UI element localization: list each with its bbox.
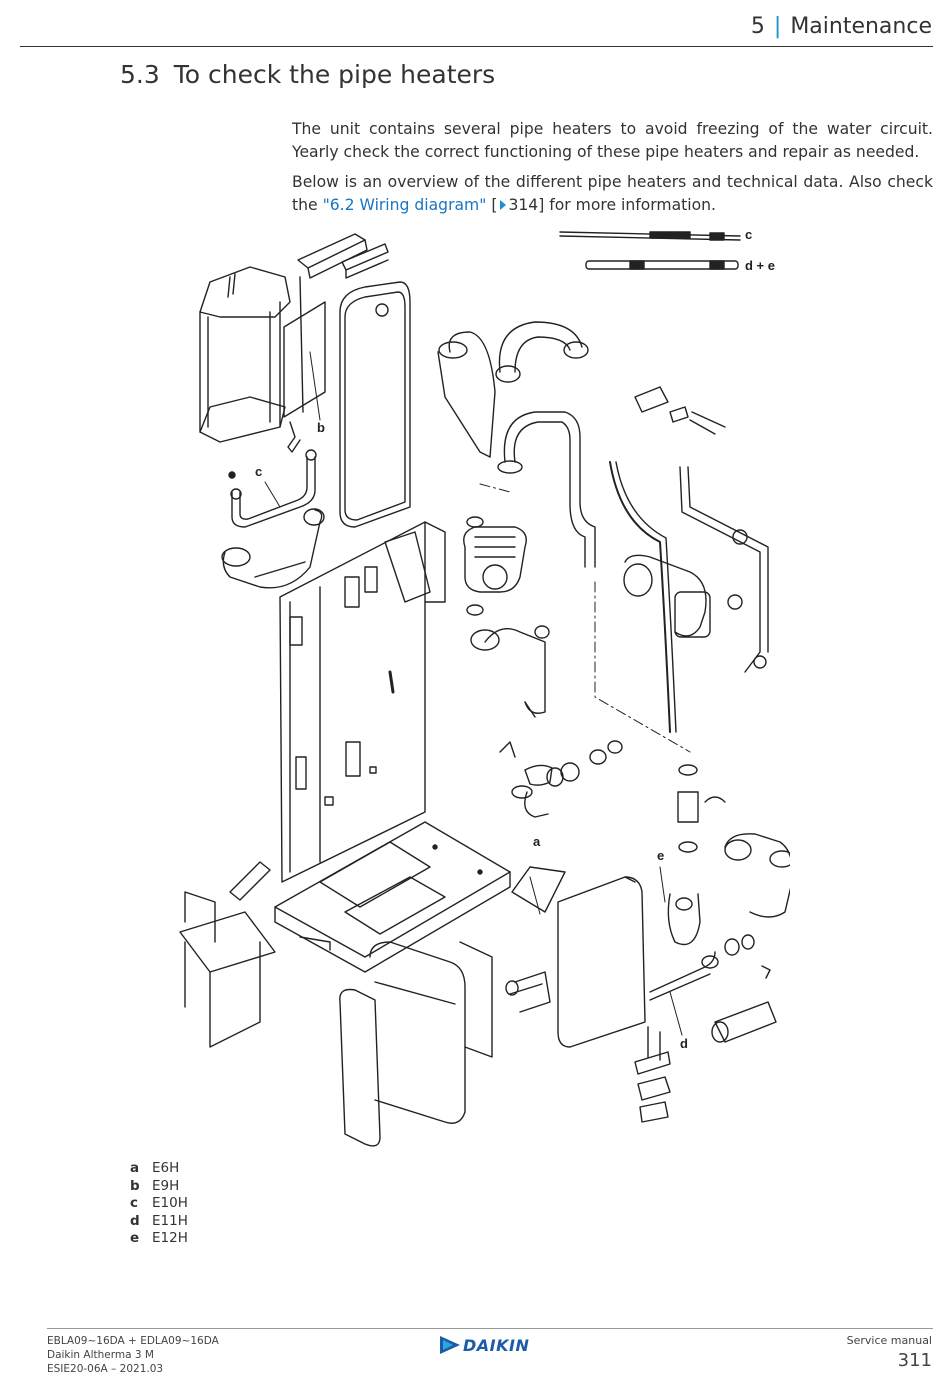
- back-frame: [279, 521, 446, 883]
- pipe-with-heater-c: [228, 449, 317, 528]
- figure-legend: a E6H b E9H c E10H d E11H e E12H: [130, 1160, 188, 1248]
- bracket-open: [: [486, 195, 498, 214]
- insulation-shell: [199, 266, 291, 443]
- daikin-logo-icon: [440, 1336, 460, 1354]
- legend-value: E9H: [152, 1177, 180, 1194]
- wiring-diagram-link[interactable]: "6.2 Wiring diagram": [322, 195, 487, 214]
- legend-row: b E9H: [130, 1178, 188, 1196]
- front-cover-left: [339, 941, 493, 1147]
- mounting-bracket-top: [297, 233, 389, 279]
- heater-pad-b: [283, 276, 326, 453]
- small-parts: [711, 934, 777, 1043]
- paragraph-text-end: for more information.: [544, 195, 716, 214]
- footer-right: Service manual 311: [847, 1334, 932, 1371]
- mounting-bracket-bottom: [179, 861, 276, 1048]
- callout-top-de: d + e: [745, 258, 775, 273]
- heat-exchanger: [511, 866, 646, 1048]
- callout-e: e: [657, 848, 664, 863]
- callout-c: c: [255, 464, 262, 479]
- bend-insulation-left: [221, 508, 325, 589]
- paragraph-text: Below is an overview of the different pi…: [292, 173, 933, 214]
- legend-row: a E6H: [130, 1160, 188, 1178]
- footer-doc-id: ESIE20-06A – 2021.03: [47, 1363, 164, 1375]
- overview-paragraph: Below is an overview of the different pi…: [292, 171, 933, 216]
- header-separator: |: [773, 14, 782, 39]
- legend-value: E11H: [152, 1212, 188, 1229]
- page-reference: 314]: [508, 195, 545, 214]
- footer-rule: [47, 1328, 933, 1329]
- footer-doc-type: Service manual: [846, 1334, 932, 1347]
- legend-key: d: [130, 1212, 140, 1229]
- heater-cable-c: [559, 231, 741, 241]
- chapter-title: Maintenance: [790, 14, 932, 39]
- callout-a: a: [533, 834, 541, 849]
- callout-d: d: [680, 1036, 688, 1051]
- footer-product: Daikin Altherma 3 M: [47, 1349, 154, 1361]
- legend-key: a: [130, 1160, 140, 1176]
- intro-paragraph: The unit contains several pipe heaters t…: [292, 120, 933, 161]
- chapter-number: 5: [750, 14, 765, 39]
- daikin-logo: DAIKIN: [440, 1334, 540, 1356]
- logo-text: DAIKIN: [463, 1335, 530, 1355]
- u-bend-insulation: [623, 554, 711, 638]
- heater-pipe-e: [505, 971, 551, 1013]
- footer-model: EBLA09~16DA + EDLA09~16DA: [47, 1335, 219, 1347]
- page-arrow-icon: [500, 199, 507, 210]
- legend-row: e E12H: [130, 1230, 188, 1248]
- section-number: 5.3: [120, 60, 160, 89]
- pipe-assembly-upper: [437, 321, 596, 568]
- legend-row: d E11H: [130, 1213, 188, 1231]
- fittings-middle: [499, 740, 623, 818]
- legend-value: E12H: [152, 1230, 188, 1246]
- u-bend-right: [724, 833, 790, 918]
- legend-key: b: [130, 1177, 140, 1194]
- legend-value: E6H: [152, 1160, 180, 1176]
- section-heading: 5.3 To check the pipe heaters: [120, 60, 495, 89]
- header-rule: [20, 46, 933, 47]
- legend-value: E10H: [152, 1195, 188, 1211]
- footer-left: EBLA09~16DA + EDLA09~16DA Daikin Altherm…: [47, 1334, 219, 1376]
- expansion-vessel: [339, 281, 411, 528]
- callout-b: b: [317, 420, 325, 435]
- page-header: 5 | Maintenance: [751, 14, 932, 39]
- exploded-view-illustration: c d + e b c: [179, 227, 790, 1147]
- legend-row: c E10H: [130, 1195, 188, 1213]
- pipe-clamp: [634, 1026, 671, 1123]
- bottom-tray: [274, 821, 511, 973]
- heater-cable-de: [585, 260, 739, 270]
- pipe-assembly-lower: [470, 625, 550, 718]
- section-title: To check the pipe heaters: [173, 60, 496, 89]
- clamp-upper-right: [634, 386, 726, 435]
- page-number: 311: [897, 1350, 932, 1371]
- guide-lines: [479, 483, 691, 753]
- pipe-with-heater-d: [649, 893, 719, 1001]
- flex-hose: [609, 461, 677, 733]
- legend-key: c: [130, 1195, 139, 1211]
- callout-top-c: c: [745, 227, 752, 242]
- valve-stack: [677, 764, 726, 853]
- circulation-pump: [463, 516, 527, 616]
- legend-key: e: [130, 1230, 140, 1246]
- pipe-bundle-right: [679, 466, 769, 673]
